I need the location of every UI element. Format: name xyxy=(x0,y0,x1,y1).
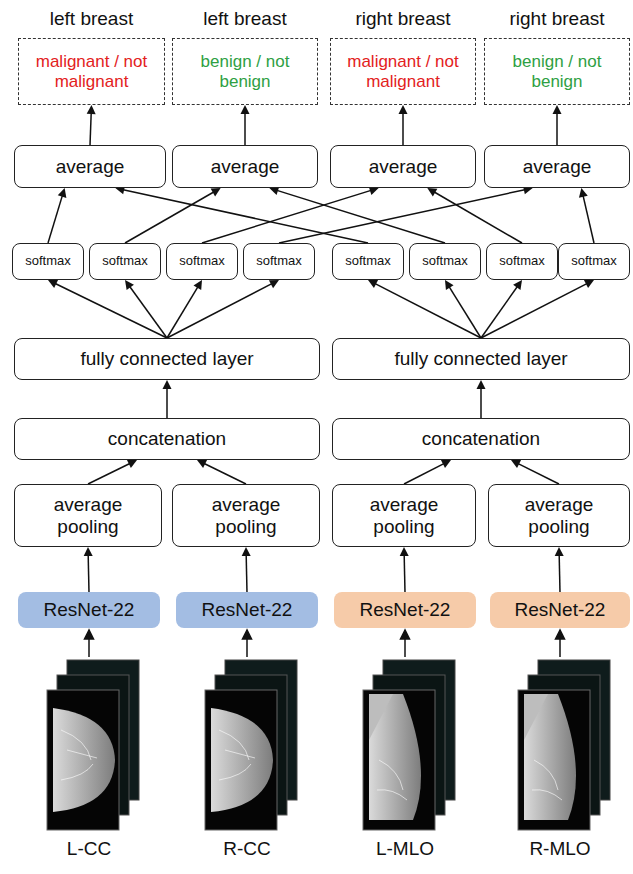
arrow-connector xyxy=(445,280,481,338)
node-text: benign / not benign xyxy=(493,52,621,91)
node-text: softmax xyxy=(256,254,302,269)
arrow-connector xyxy=(197,460,246,484)
arrow-connector xyxy=(553,105,562,145)
softmax-box: softmax xyxy=(409,243,481,280)
node-text: average xyxy=(211,156,280,178)
average-box: average xyxy=(14,145,166,188)
view-label: R-MLO xyxy=(510,838,610,860)
node-text: benign / not benign xyxy=(181,52,309,91)
softmax-box: softmax xyxy=(332,243,404,280)
arrow-connector xyxy=(481,280,522,338)
concat-box: concatenation xyxy=(332,418,630,460)
node-text: softmax xyxy=(499,254,545,269)
node-text: concatenation xyxy=(422,428,540,450)
average-box: average xyxy=(172,145,318,188)
arrow-connector xyxy=(242,547,251,592)
node-text: fully connected layer xyxy=(394,348,567,370)
arrow-connector xyxy=(87,105,96,145)
node-text: softmax xyxy=(179,254,225,269)
breast-heading: left breast xyxy=(15,8,168,30)
node-text: softmax xyxy=(571,254,617,269)
arrow-connector xyxy=(241,105,250,145)
softmax-box: softmax xyxy=(486,243,558,280)
arrow-connector xyxy=(48,188,66,243)
arrow-connector xyxy=(163,380,172,418)
node-text: average pooling xyxy=(341,494,467,538)
arrow-connector xyxy=(115,186,368,243)
output-box: right breastmalignant / not malignant xyxy=(330,38,476,105)
output-box: left breastbenign / not benign xyxy=(172,38,318,105)
node-text: average pooling xyxy=(23,494,153,538)
arrow-connector xyxy=(511,460,559,484)
arrow-connector xyxy=(399,105,408,145)
node-text: average pooling xyxy=(181,494,311,538)
pooling-box: average pooling xyxy=(172,484,320,547)
fc-layer-box: fully connected layer xyxy=(14,338,320,380)
arrow-connector xyxy=(477,380,486,418)
softmax-box: softmax xyxy=(89,243,161,280)
arrow-connector xyxy=(404,460,451,484)
output-box: left breastmalignant / not malignant xyxy=(18,38,165,105)
arrow-connector xyxy=(48,280,167,338)
pooling-box: average pooling xyxy=(488,484,630,547)
arrow-connector xyxy=(125,188,221,243)
node-text: softmax xyxy=(25,254,71,269)
arrow-connector xyxy=(202,186,379,243)
arrow-connector xyxy=(84,547,93,592)
fc-layer-box: fully connected layer xyxy=(332,338,630,380)
softmax-box: softmax xyxy=(12,243,84,280)
softmax-box: softmax xyxy=(166,243,238,280)
node-text: concatenation xyxy=(108,428,226,450)
node-text: fully connected layer xyxy=(80,348,253,370)
node-text: ResNet-22 xyxy=(360,599,451,621)
arrow-connector xyxy=(88,460,137,484)
arrow-connector xyxy=(555,547,564,592)
average-box: average xyxy=(330,145,476,188)
softmax-box: softmax xyxy=(558,243,630,280)
node-text: average pooling xyxy=(497,494,621,538)
node-text: average xyxy=(523,156,592,178)
node-text: malignant / not malignant xyxy=(339,52,467,91)
pooling-box: average pooling xyxy=(14,484,162,547)
node-text: softmax xyxy=(422,254,468,269)
arrow-connector xyxy=(427,188,522,243)
view-label: L-CC xyxy=(39,838,139,860)
node-text: average xyxy=(369,156,438,178)
arrow-connector xyxy=(368,280,481,338)
average-box: average xyxy=(484,145,630,188)
resnet-box: ResNet-22 xyxy=(334,592,476,628)
node-text: malignant / not malignant xyxy=(27,52,156,91)
breast-heading: right breast xyxy=(481,8,633,30)
breast-heading: left breast xyxy=(169,8,321,30)
arrow-connector xyxy=(167,280,279,338)
arrow-connector xyxy=(579,188,594,243)
node-text: average xyxy=(56,156,125,178)
resnet-box: ResNet-22 xyxy=(490,592,630,628)
node-text: ResNet-22 xyxy=(202,599,293,621)
output-box: right breastbenign / not benign xyxy=(484,38,630,105)
node-text: ResNet-22 xyxy=(44,599,135,621)
node-text: ResNet-22 xyxy=(515,599,606,621)
arrow-connector xyxy=(279,186,533,243)
arrow-connector xyxy=(481,280,594,338)
resnet-box: ResNet-22 xyxy=(176,592,318,628)
arrow-connector xyxy=(400,547,409,592)
pooling-box: average pooling xyxy=(332,484,476,547)
concat-box: concatenation xyxy=(14,418,320,460)
softmax-box: softmax xyxy=(243,243,315,280)
view-label: R-CC xyxy=(197,838,297,860)
node-text: softmax xyxy=(345,254,391,269)
breast-heading: right breast xyxy=(327,8,479,30)
node-text: softmax xyxy=(102,254,148,269)
arrow-connector xyxy=(125,280,167,338)
view-label: L-MLO xyxy=(355,838,455,860)
resnet-box: ResNet-22 xyxy=(18,592,160,628)
